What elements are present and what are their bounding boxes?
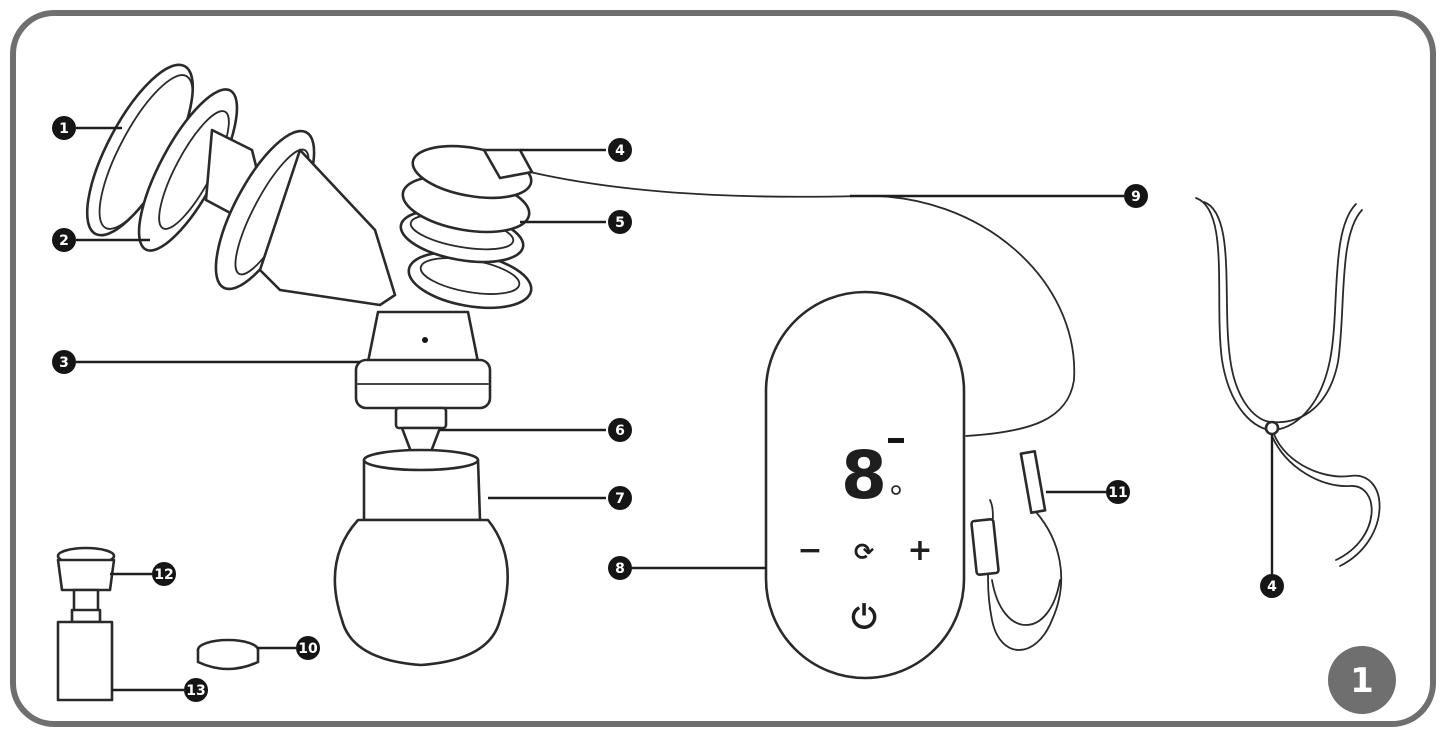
callout-10: 10 — [296, 636, 320, 660]
increase-button[interactable]: + — [907, 533, 932, 568]
svg-text:1: 1 — [1350, 661, 1374, 701]
svg-text:7: 7 — [615, 491, 625, 507]
part-bottle-cap — [56, 608, 114, 702]
svg-text:12: 12 — [154, 567, 173, 583]
power-button[interactable]: ⏻ — [851, 598, 877, 636]
callout-1: 1 — [52, 116, 76, 140]
callout-7: 7 — [608, 486, 632, 510]
digit-display: 8 — [841, 437, 887, 514]
control-unit: 8 − ⟳ + ⏻ — [764, 290, 966, 680]
svg-text:1: 1 — [59, 121, 69, 137]
callout-3: 3 — [52, 350, 76, 374]
svg-text:4: 4 — [615, 143, 625, 159]
part-milk-bottle — [333, 448, 509, 667]
callout-6: 6 — [608, 418, 632, 442]
part-y-tube — [1195, 197, 1381, 567]
part-usb-cable — [970, 449, 1063, 651]
callout-13: 13 — [184, 678, 208, 702]
callout-11: 11 — [1106, 480, 1130, 504]
svg-text:6: 6 — [615, 423, 625, 439]
callout-12: 12 — [152, 562, 176, 586]
svg-text:8: 8 — [615, 561, 625, 577]
drop-icon — [891, 485, 901, 495]
callout-9: 9 — [1124, 184, 1148, 208]
callout-4-y-tube: 4 — [1260, 574, 1284, 598]
part-breast-shield — [214, 129, 397, 307]
mode-button[interactable]: ⟳ — [854, 538, 874, 566]
part-air-tube — [529, 171, 1075, 437]
svg-text:10: 10 — [298, 641, 318, 657]
part-top-cap-stack — [399, 144, 534, 310]
callout-4: 4 — [608, 138, 632, 162]
callout-5: 5 — [608, 210, 632, 234]
svg-text:5: 5 — [615, 215, 625, 231]
callout-8: 8 — [608, 556, 632, 580]
diagram-frame — [10, 10, 1436, 727]
part-sealing-disc — [196, 638, 260, 671]
figure-number-badge: 1 — [1328, 646, 1396, 714]
svg-text:9: 9 — [1131, 189, 1141, 205]
suction-level-indicator — [888, 438, 904, 443]
svg-text:3: 3 — [59, 355, 69, 371]
svg-text:4: 4 — [1267, 579, 1277, 595]
part-bottle-nipple — [56, 546, 116, 614]
svg-text:13: 13 — [186, 683, 205, 699]
part-pump-body — [354, 310, 492, 410]
svg-text:2: 2 — [59, 233, 69, 249]
callout-2: 2 — [52, 228, 76, 252]
leader-lines — [76, 126, 1274, 692]
svg-text:11: 11 — [1108, 485, 1127, 501]
decrease-button[interactable]: − — [797, 533, 822, 568]
